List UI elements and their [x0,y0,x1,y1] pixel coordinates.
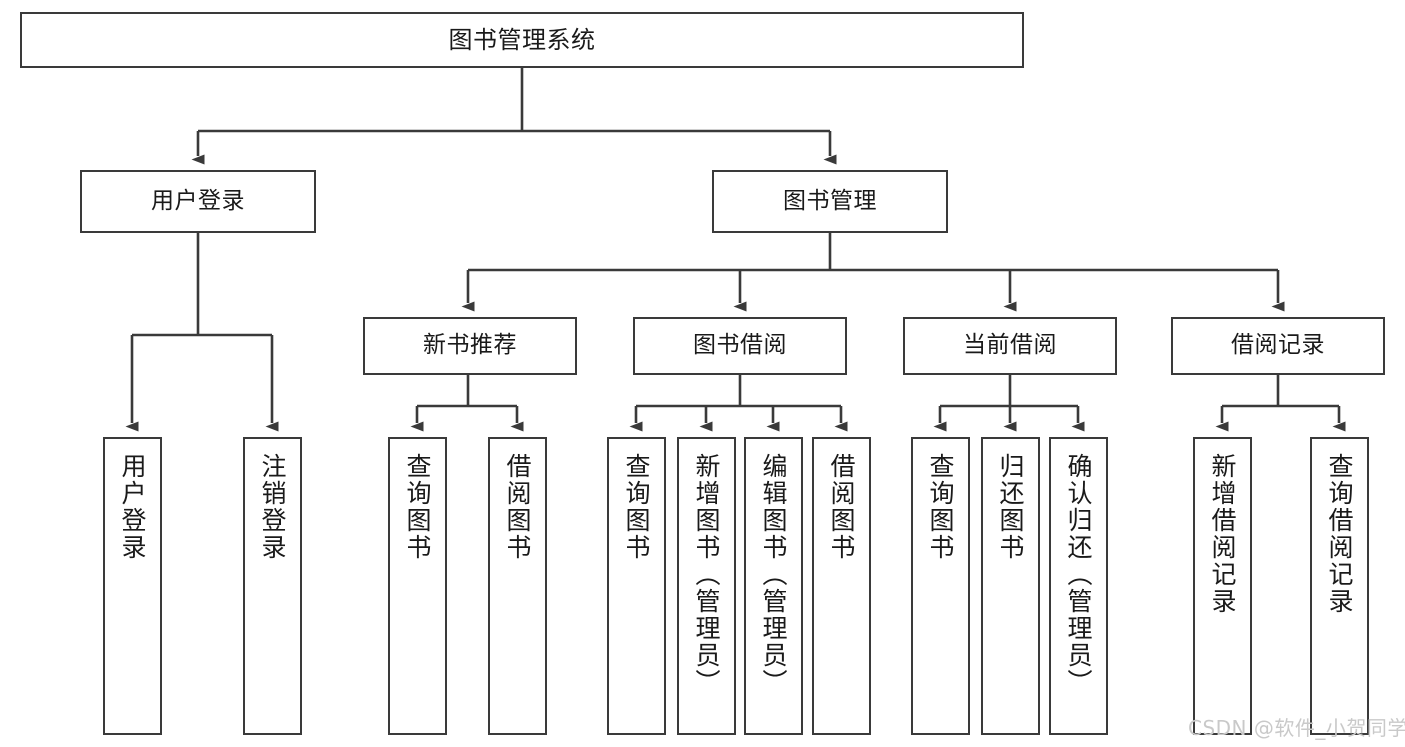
node-book-manage[interactable]: 图书管理 [712,170,948,233]
node-leaf-add-book[interactable]: 新增图书（管理员） [677,437,736,735]
node-current-borrow-label: 当前借阅 [963,332,1057,359]
node-borrow-record-label: 借阅记录 [1231,332,1325,359]
node-leaf-add-record[interactable]: 新增借阅记录 [1193,437,1252,735]
node-borrow-record[interactable]: 借阅记录 [1171,317,1385,375]
node-leaf-query-book-2[interactable]: 查询图书 [607,437,666,735]
node-leaf-add-book-label: 新增图书（管理员） [692,453,721,696]
node-book-manage-label: 图书管理 [783,187,877,214]
node-leaf-user-logout[interactable]: 注销登录 [243,437,302,735]
node-leaf-query-book-1-label: 查询图书 [403,453,432,561]
node-leaf-edit-book[interactable]: 编辑图书（管理员） [744,437,803,735]
node-leaf-query-record[interactable]: 查询借阅记录 [1310,437,1369,735]
node-leaf-return-book[interactable]: 归还图书 [981,437,1040,735]
node-leaf-confirm-return-label: 确认归还（管理员） [1064,453,1093,696]
node-leaf-borrow-book-1[interactable]: 借阅图书 [488,437,547,735]
node-book-borrow-label: 图书借阅 [693,332,787,359]
node-book-borrow[interactable]: 图书借阅 [633,317,847,375]
node-user-login[interactable]: 用户登录 [80,170,316,233]
node-leaf-add-record-label: 新增借阅记录 [1208,453,1237,615]
node-leaf-confirm-return[interactable]: 确认归还（管理员） [1049,437,1108,735]
node-leaf-return-book-label: 归还图书 [996,453,1025,561]
node-leaf-query-record-label: 查询借阅记录 [1325,453,1354,615]
node-root-label: 图书管理系统 [448,25,596,54]
node-leaf-user-login-label: 用户登录 [118,453,147,561]
node-leaf-query-book-1[interactable]: 查询图书 [388,437,447,735]
node-leaf-borrow-book-1-label: 借阅图书 [503,453,532,561]
node-leaf-query-book-2-label: 查询图书 [622,453,651,561]
node-new-book-rec[interactable]: 新书推荐 [363,317,577,375]
node-current-borrow[interactable]: 当前借阅 [903,317,1117,375]
node-leaf-query-book-3[interactable]: 查询图书 [911,437,970,735]
node-new-book-rec-label: 新书推荐 [423,332,517,359]
node-leaf-edit-book-label: 编辑图书（管理员） [759,453,788,696]
watermark-text: CSDN @软件_小贺同学 [1188,716,1405,740]
node-leaf-user-logout-label: 注销登录 [258,453,287,561]
node-leaf-borrow-book-2-label: 借阅图书 [827,453,856,561]
node-leaf-user-login[interactable]: 用户登录 [103,437,162,735]
node-leaf-borrow-book-2[interactable]: 借阅图书 [812,437,871,735]
node-user-login-label: 用户登录 [151,187,245,214]
node-root[interactable]: 图书管理系统 [20,12,1024,68]
node-leaf-query-book-3-label: 查询图书 [926,453,955,561]
